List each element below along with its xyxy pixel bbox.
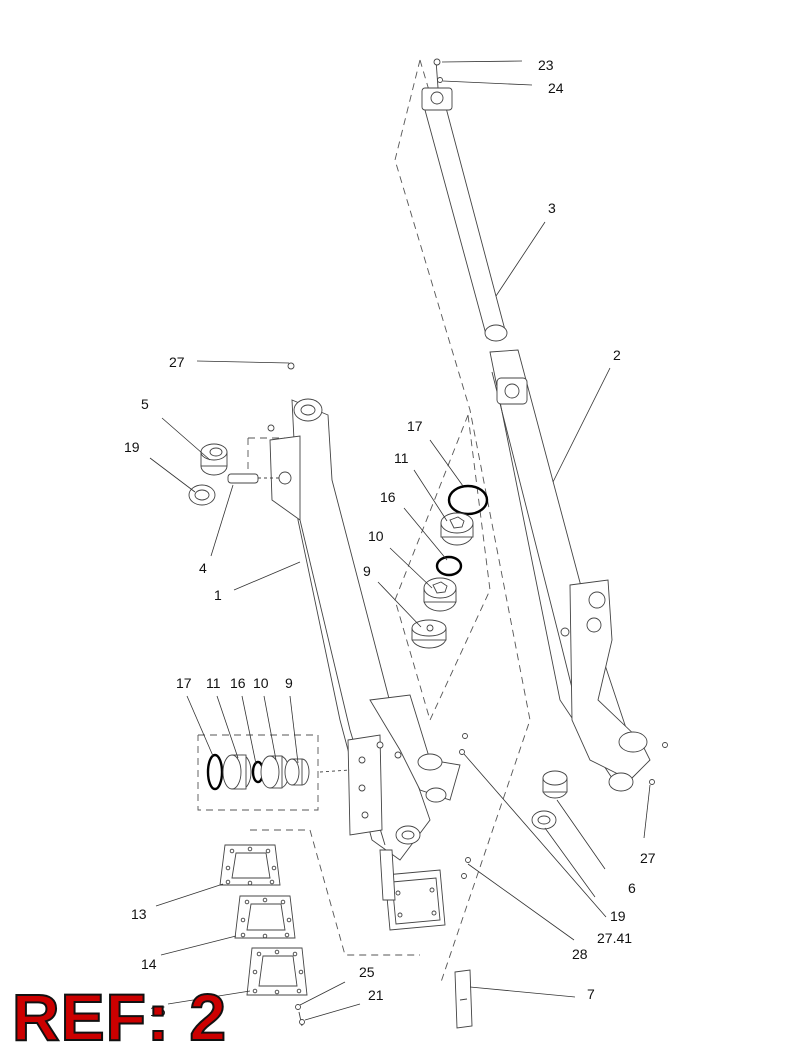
callout-11-left: 11 [206,675,221,691]
callout-10-center: 10 [368,528,384,544]
callout-16-center: 16 [380,489,396,505]
part-15-plate [246,947,308,996]
part-7-key [454,969,473,1029]
callout-11-center: 11 [394,450,409,466]
callout-16-left: 16 [230,675,246,691]
callout-4: 4 [199,560,207,576]
callout-14: 14 [141,956,157,972]
part-25-21-screws [295,1004,305,1027]
callout-17-left: 17 [176,675,192,691]
part-14-plate [234,895,296,939]
part-5-bushing-left [188,443,228,506]
callout-6: 6 [628,880,636,896]
part-3-cylinder-tube [421,58,508,342]
part-2-right-boom-arm [489,349,668,792]
callout-1: 1 [214,587,222,603]
callout-17-center: 17 [407,418,423,434]
callout-25: 25 [359,964,375,980]
callout-7: 7 [587,986,595,1002]
callout-5: 5 [141,396,149,412]
part-4-pin [227,473,280,484]
callout-23: 23 [538,57,554,73]
callout-2: 2 [613,347,621,363]
callout-27-top: 27 [169,354,185,370]
callout-15: 15 [150,1003,166,1019]
callout-27-right: 27 [640,850,656,866]
leader-lines [149,60,651,1021]
callout-19-right: 19 [610,908,626,924]
part-6-bushing-right [531,770,568,830]
callout-labels: 23 24 3 2 27 5 19 17 11 16 10 9 4 1 17 1… [124,57,656,1019]
callout-9-left: 9 [285,675,293,691]
callout-21: 21 [368,987,384,1003]
center-seal-stack [411,484,489,649]
callout-10-left: 10 [253,675,269,691]
callout-3: 3 [548,200,556,216]
callout-24: 24 [548,80,564,96]
reference-label: REF: 2 [11,980,228,1054]
callout-9-center: 9 [363,563,371,579]
part-13-plate [219,844,281,886]
callout-13: 13 [131,906,147,922]
callout-27-41: 27.41 [597,930,632,946]
left-seal-stack [206,753,351,791]
callout-19-left: 19 [124,439,140,455]
part-1-left-boom-arm [267,362,471,931]
callout-28: 28 [572,946,588,962]
